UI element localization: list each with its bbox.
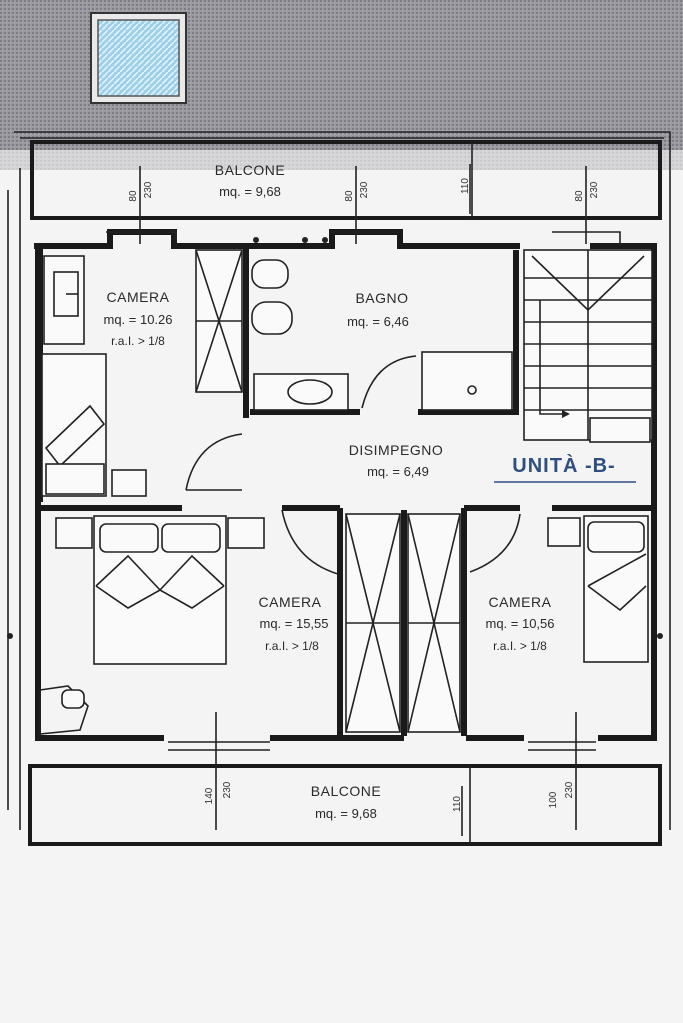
dim-bottom-2-b: 230	[564, 781, 575, 798]
dim-bottom-1-b: 230	[222, 781, 233, 798]
camera-1-area: mq. = 10.26	[103, 312, 172, 327]
camera-3-ratio: r.a.I. > 1/8	[493, 639, 547, 653]
balcone-bottom-name: BALCONE	[311, 783, 381, 799]
staircase	[523, 249, 653, 443]
balcone-bottom-area: mq. = 9,68	[315, 806, 377, 821]
camera-1-name: CAMERA	[107, 289, 170, 305]
unit-label: UNITÀ -B-	[512, 454, 615, 477]
dim-top-1-a: 80	[128, 190, 139, 202]
camera-1-furniture	[41, 249, 243, 497]
dimension-lines	[139, 164, 587, 836]
camera-2-furniture	[39, 515, 265, 735]
camera-3-furniture	[547, 515, 649, 663]
camera-3-area: mq. = 10,56	[485, 616, 554, 631]
door-swings	[185, 355, 521, 575]
camera-2-ratio: r.a.I. > 1/8	[265, 639, 319, 653]
dim-top-mid: 110	[460, 178, 471, 194]
bagno-fixtures	[251, 237, 513, 411]
skylight-icon	[90, 12, 187, 104]
bagno-name: BAGNO	[355, 290, 408, 306]
dim-bottom-1-a: 140	[204, 787, 215, 804]
camera-1-ratio: r.a.I. > 1/8	[111, 334, 165, 348]
balcone-top-area: mq. = 9,68	[219, 184, 281, 199]
balcone-top-name: BALCONE	[215, 162, 285, 178]
disimpegno-area: mq. = 6,49	[367, 464, 429, 479]
bagno-area: mq. = 6,46	[347, 314, 409, 329]
dim-bottom-2-a: 100	[548, 791, 559, 808]
dim-top-3-a: 80	[574, 190, 585, 202]
wardrobes	[345, 513, 461, 733]
dim-top-1-b: 230	[143, 181, 154, 198]
dim-bottom-mid: 110	[452, 796, 463, 812]
dim-top-2-a: 80	[344, 190, 355, 202]
walls	[7, 131, 671, 846]
camera-2-area: mq. = 15,55	[259, 616, 328, 631]
disimpegno-name: DISIMPEGNO	[349, 442, 443, 458]
dim-top-2-b: 230	[359, 181, 370, 198]
dim-top-3-b: 230	[589, 181, 600, 198]
camera-3-name: CAMERA	[489, 594, 552, 610]
camera-2-name: CAMERA	[259, 594, 322, 610]
